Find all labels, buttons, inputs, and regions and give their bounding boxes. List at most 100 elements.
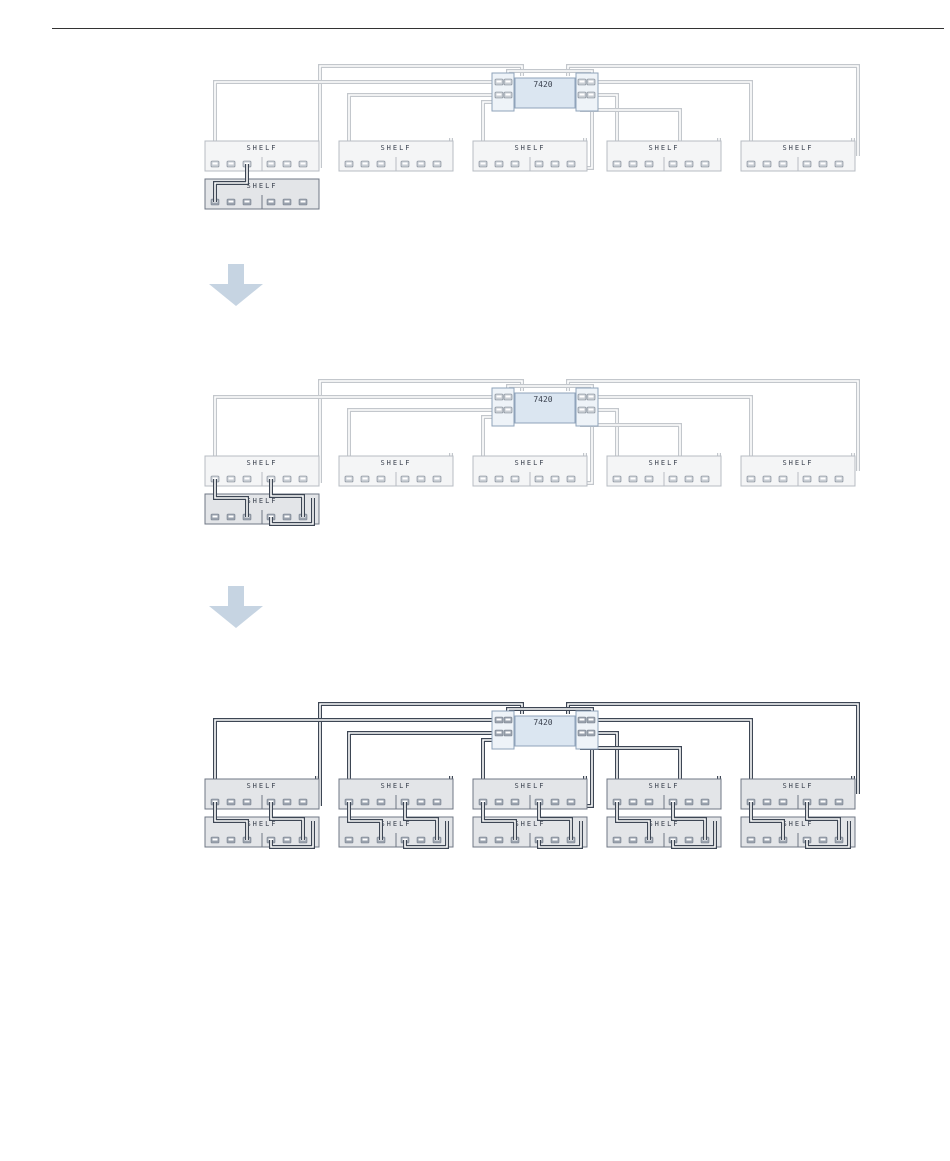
shelf-label: SHELF bbox=[648, 820, 679, 828]
sas-port-icon bbox=[819, 837, 827, 843]
sas-port-icon bbox=[803, 476, 811, 482]
sas-port-icon bbox=[578, 92, 586, 98]
sas-port-icon bbox=[504, 717, 512, 723]
sas-port-icon bbox=[835, 161, 843, 167]
sas-port-icon bbox=[629, 799, 637, 805]
sas-port-icon bbox=[227, 514, 235, 520]
sas-port-icon bbox=[701, 476, 709, 482]
sas-port-icon bbox=[587, 79, 595, 85]
shelf-label: SHELF bbox=[246, 820, 277, 828]
disk-shelf: SHELF bbox=[339, 141, 453, 171]
sas-port-icon bbox=[243, 799, 251, 805]
sas-port-icon bbox=[227, 199, 235, 205]
shelf-label: SHELF bbox=[246, 497, 277, 505]
sas-port-icon bbox=[377, 161, 385, 167]
sas-port-icon bbox=[495, 79, 503, 85]
sas-port-icon bbox=[613, 837, 621, 843]
sas-port-icon bbox=[361, 161, 369, 167]
disk-shelf: SHELF bbox=[339, 779, 453, 809]
sas-port-icon bbox=[685, 799, 693, 805]
shelf-label: SHELF bbox=[246, 459, 277, 467]
sas-port-icon bbox=[779, 161, 787, 167]
shelf-label: SHELF bbox=[514, 820, 545, 828]
shelf-label: SHELF bbox=[514, 782, 545, 790]
sas-port-icon bbox=[629, 161, 637, 167]
sas-port-icon bbox=[345, 161, 353, 167]
sas-port-icon bbox=[283, 514, 291, 520]
shelf-label: SHELF bbox=[648, 459, 679, 467]
shelf-label: SHELF bbox=[782, 820, 813, 828]
sas-port-icon bbox=[377, 476, 385, 482]
sas-port-icon bbox=[211, 837, 219, 843]
sas-port-icon bbox=[779, 476, 787, 482]
sas-port-icon bbox=[417, 799, 425, 805]
sas-port-icon bbox=[567, 161, 575, 167]
sas-port-icon bbox=[479, 476, 487, 482]
sas-port-icon bbox=[578, 717, 586, 723]
sas-port-icon bbox=[361, 476, 369, 482]
sas-port-icon bbox=[283, 837, 291, 843]
controller-7420: 7420 bbox=[492, 73, 598, 111]
sas-port-icon bbox=[835, 799, 843, 805]
shelf-label: SHELF bbox=[246, 144, 277, 152]
disk-shelf: SHELF bbox=[607, 779, 721, 809]
disk-shelf: SHELF bbox=[607, 456, 721, 486]
shelf-label: SHELF bbox=[380, 459, 411, 467]
disk-shelf: SHELF bbox=[741, 779, 855, 809]
sas-port-icon bbox=[479, 837, 487, 843]
sas-port-icon bbox=[629, 837, 637, 843]
sas-port-icon bbox=[511, 476, 519, 482]
sas-port-icon bbox=[747, 837, 755, 843]
sas-port-icon bbox=[495, 92, 503, 98]
shelf-label: SHELF bbox=[648, 782, 679, 790]
sas-port-icon bbox=[587, 730, 595, 736]
sas-port-icon bbox=[629, 476, 637, 482]
shelf-label: SHELF bbox=[782, 459, 813, 467]
shelf-label: SHELF bbox=[380, 782, 411, 790]
shelf-label: SHELF bbox=[246, 782, 277, 790]
shelf-label: SHELF bbox=[648, 144, 679, 152]
sas-port-icon bbox=[401, 161, 409, 167]
sas-port-icon bbox=[504, 92, 512, 98]
sas-port-icon bbox=[645, 799, 653, 805]
sas-port-icon bbox=[479, 161, 487, 167]
arrow-1 bbox=[209, 264, 263, 306]
sas-port-icon bbox=[578, 79, 586, 85]
sas-port-icon bbox=[433, 799, 441, 805]
sas-port-icon bbox=[685, 476, 693, 482]
sas-port-icon bbox=[267, 199, 275, 205]
sas-port-icon bbox=[587, 394, 595, 400]
arrow-2 bbox=[209, 586, 263, 628]
sas-port-icon bbox=[535, 476, 543, 482]
sas-port-icon bbox=[511, 799, 519, 805]
down-arrow-icon bbox=[209, 264, 263, 306]
shelf-label: SHELF bbox=[514, 144, 545, 152]
controller-label: 7420 bbox=[533, 80, 552, 89]
sas-port-icon bbox=[587, 717, 595, 723]
disk-shelf: SHELF bbox=[205, 779, 319, 809]
sas-port-icon bbox=[504, 79, 512, 85]
disk-shelf: SHELF bbox=[205, 141, 319, 171]
sas-port-icon bbox=[511, 161, 519, 167]
sas-port-icon bbox=[433, 161, 441, 167]
controller-7420: 7420 bbox=[492, 711, 598, 749]
sas-port-icon bbox=[551, 837, 559, 843]
controller-7420: 7420 bbox=[492, 388, 598, 426]
sas-port-icon bbox=[299, 199, 307, 205]
sas-port-icon bbox=[701, 799, 709, 805]
disk-shelf: SHELF bbox=[205, 456, 319, 486]
sas-port-icon bbox=[211, 161, 219, 167]
shelf-label: SHELF bbox=[380, 820, 411, 828]
sas-port-icon bbox=[243, 476, 251, 482]
sas-port-icon bbox=[211, 514, 219, 520]
sas-port-icon bbox=[669, 476, 677, 482]
sas-port-icon bbox=[551, 799, 559, 805]
controller-label: 7420 bbox=[533, 718, 552, 727]
disk-shelf: SHELF bbox=[607, 141, 721, 171]
sas-port-icon bbox=[819, 476, 827, 482]
sas-port-icon bbox=[763, 476, 771, 482]
sas-port-icon bbox=[645, 476, 653, 482]
sas-port-icon bbox=[361, 799, 369, 805]
sas-port-icon bbox=[613, 476, 621, 482]
